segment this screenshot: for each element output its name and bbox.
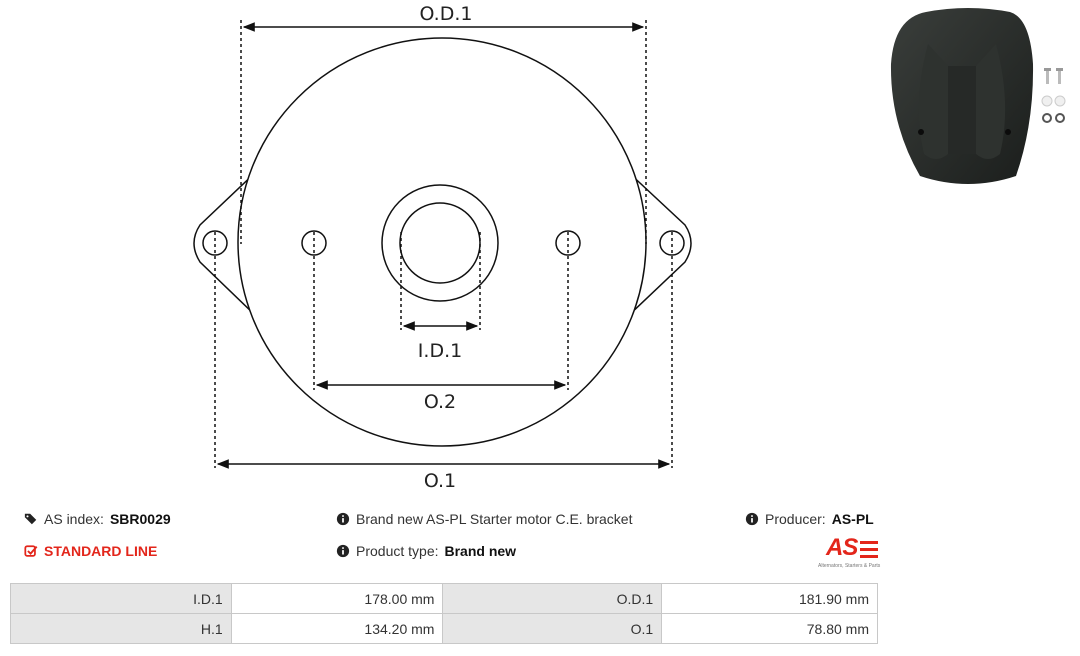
as-index-value: SBR0029 — [109, 511, 171, 527]
spec-label: O.1 — [442, 613, 663, 644]
spec-label: H.1 — [10, 613, 232, 644]
check-square-icon — [24, 545, 38, 557]
info-icon — [336, 544, 350, 558]
ear-hole-right — [659, 230, 685, 256]
info-icon — [745, 512, 759, 526]
inner-bore-circle — [399, 202, 481, 284]
producer: Producer: AS-PL — [745, 511, 874, 527]
product-photo — [890, 8, 1066, 184]
as-pl-logo: AS Alternators, Starters & Parts — [818, 534, 882, 572]
outer-hub-circle — [381, 184, 499, 302]
table-row: I.D.1 178.00 mm O.D.1 181.90 mm — [10, 583, 878, 614]
product-type: Product type: Brand new — [336, 543, 516, 559]
mounting-ear-left — [193, 169, 259, 319]
standard-line-badge: STANDARD LINE — [24, 543, 157, 559]
spec-value: 78.80 mm — [661, 613, 878, 644]
o1-label: O.1 — [424, 470, 456, 492]
mount-hole-right — [555, 230, 581, 256]
description-text: Brand new AS-PL Starter motor C.E. brack… — [356, 511, 633, 527]
mounting-ear-right — [625, 169, 692, 319]
logo-mark: AS — [826, 534, 858, 561]
spec-value: 178.00 mm — [230, 583, 444, 614]
info-icon — [336, 512, 350, 526]
producer-prefix: Producer: — [765, 511, 826, 527]
od1-label: O.D.1 — [420, 3, 473, 25]
table-row: H.1 134.20 mm O.1 78.80 mm — [10, 613, 878, 644]
product-type-value: Brand new — [444, 543, 517, 559]
logo-tagline: Alternators, Starters & Parts — [818, 563, 881, 569]
id1-label: I.D.1 — [418, 340, 462, 362]
as-index: AS index: SBR0029 — [24, 511, 171, 527]
o2-label: O.2 — [424, 391, 456, 413]
product-description: Brand new AS-PL Starter motor C.E. brack… — [336, 511, 633, 527]
standard-line-label: STANDARD LINE — [44, 543, 158, 559]
spec-label: O.D.1 — [442, 583, 663, 614]
spec-value: 134.20 mm — [230, 613, 444, 644]
tags-icon — [24, 513, 37, 525]
spec-value: 181.90 mm — [661, 583, 878, 614]
mount-hole-left — [301, 230, 327, 256]
specs-table: I.D.1 178.00 mm O.D.1 181.90 mm H.1 134.… — [10, 583, 878, 644]
producer-value: AS-PL — [831, 511, 874, 527]
logo-stripes — [860, 541, 878, 558]
as-index-prefix: AS index: — [44, 511, 104, 527]
product-type-prefix: Product type: — [356, 543, 439, 559]
technical-drawing: O.D.1 I.D.1 O.2 O.1 — [193, 3, 692, 492]
ear-hole-left — [202, 230, 228, 256]
spec-label: I.D.1 — [10, 583, 232, 614]
